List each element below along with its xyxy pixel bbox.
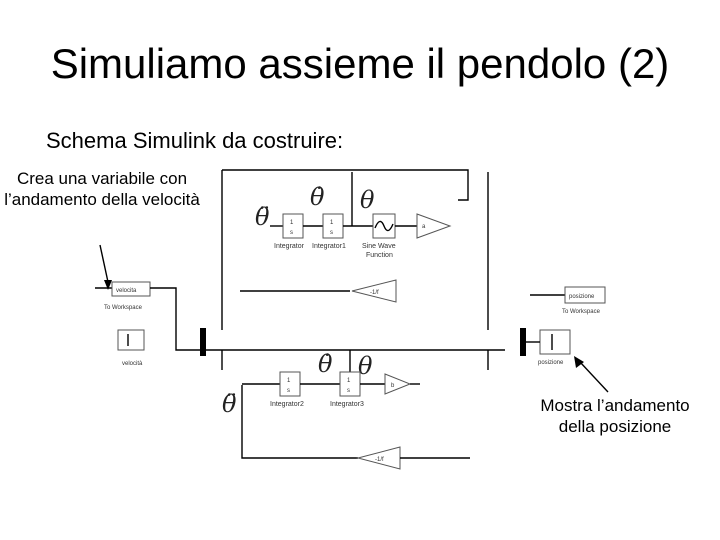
integrator2-den: s (287, 388, 290, 394)
sine-label-2: Function (366, 252, 393, 259)
arrowhead-left (104, 280, 112, 290)
note-position: Mostra l’andamento della posizione (540, 396, 690, 436)
integrator3-block (339, 371, 361, 397)
integrator-num: 1 (290, 220, 294, 226)
scope-left-block (117, 329, 145, 351)
integrator2-block (279, 371, 301, 397)
theta-ddot-bottom: θ̈ (222, 390, 237, 418)
gain-low-value: b (391, 383, 395, 389)
to-ws-left-label: To Workspace (104, 305, 143, 311)
integrator-block (282, 213, 304, 239)
wire-bottom-return (241, 385, 358, 459)
slide-title: Simuliamo assieme il pendolo (2) (50, 40, 670, 87)
arrow-note-right (579, 361, 609, 393)
scope-right-label: posizione (538, 360, 564, 366)
integrator3-label: Integrator3 (330, 401, 364, 408)
to-ws-right-label: To Workspace (562, 309, 601, 315)
gain-bottom-value: -1/f (375, 457, 384, 463)
theta-dot-top: θ̇ (310, 183, 325, 211)
to-ws-right-var: posizione (569, 294, 595, 300)
integrator3-num: 1 (347, 378, 351, 384)
arrow-note-left (99, 244, 109, 283)
to-workspace-left-block (111, 281, 151, 297)
mux-right (520, 328, 526, 356)
theta-top: θ (360, 186, 375, 214)
gain-low-block (384, 373, 412, 395)
to-workspace-right-block (564, 286, 606, 304)
theta-bottom: θ (358, 352, 373, 380)
scope-right-block (539, 329, 571, 355)
gain-top-value: a (422, 224, 426, 230)
gain-top-block (416, 213, 452, 239)
scope-left-label: velocità (122, 361, 143, 367)
gain-mid-block (351, 279, 397, 303)
integrator1-label: Integrator1 (312, 243, 346, 250)
wire-left-loop (150, 287, 205, 351)
integrator-den: s (290, 230, 293, 236)
integrator2-label: Integrator2 (270, 401, 304, 408)
to-ws-left-var: velocita (116, 288, 137, 294)
integrator1-den: s (330, 230, 333, 236)
slide-subtitle: Schema Simulink da costruire: (46, 128, 344, 153)
gain-mid-value: -1/f (370, 290, 379, 296)
sine-icon (374, 220, 394, 232)
sine-label-1: Sine Wave (362, 243, 396, 250)
integrator-label: Integrator (274, 243, 305, 250)
integrator2-num: 1 (287, 378, 291, 384)
integrator1-num: 1 (330, 220, 334, 226)
note-velocity: Crea una variabile con l’andamento della… (4, 169, 200, 209)
integrator1-block (322, 213, 344, 239)
theta-ddot-top: θ̈ (255, 203, 270, 231)
arrowhead-right (574, 356, 584, 368)
theta-dot-bottom: θ̇ (318, 350, 333, 378)
mux-left (200, 328, 206, 356)
integrator3-den: s (347, 388, 350, 394)
wire-top-loop (222, 169, 469, 201)
